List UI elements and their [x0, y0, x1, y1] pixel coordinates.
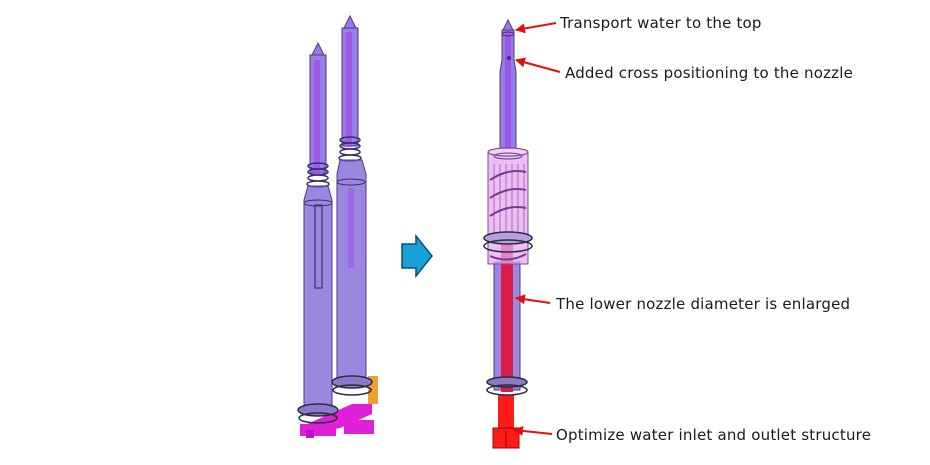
nozzle-tip — [502, 18, 514, 31]
callout-arrow-cross — [515, 57, 561, 73]
improved-nozzle — [483, 18, 533, 449]
left-nozzle-front — [331, 14, 373, 396]
water-inlet — [492, 395, 520, 449]
water-channel — [501, 244, 513, 392]
callout-arrow-icon — [513, 22, 561, 436]
cross-positioning — [507, 56, 511, 60]
callout-transport-water: Transport water to the top — [560, 14, 762, 32]
spiral-sleeve — [483, 147, 533, 265]
transition-arrow-icon — [401, 233, 433, 279]
callout-arrow-inlet — [513, 425, 553, 436]
bottom-flange — [486, 376, 528, 396]
original-nozzles — [297, 14, 378, 438]
callout-arrow-lower — [515, 294, 551, 305]
callout-cross-positioning: Added cross positioning to the nozzle — [565, 64, 854, 82]
callout-arrow-top — [515, 22, 557, 34]
callout-lower-diameter: The lower nozzle diameter is enlarged — [556, 295, 851, 313]
callout-inlet-outlet: Optimize water inlet and outlet structur… — [556, 426, 872, 444]
left-nozzle-back — [297, 41, 339, 424]
base-frame — [300, 376, 378, 438]
